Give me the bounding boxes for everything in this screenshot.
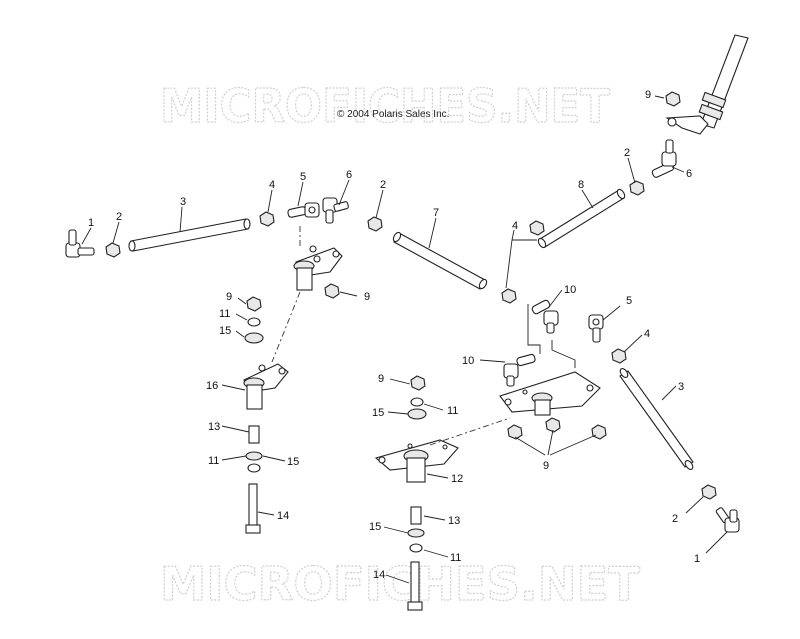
callout-labels: 1 2 3 4 5 6 2 7 8 9 2 6 4 9 9 11 15 16 1…	[88, 89, 700, 581]
callout-14: 14	[373, 569, 385, 581]
jam-nut	[611, 348, 627, 364]
callout-10: 10	[564, 284, 576, 296]
tie-rod-tube-right	[619, 368, 694, 470]
callout-11: 11	[219, 308, 230, 320]
callout-8: 8	[578, 179, 584, 191]
callout-11: 11	[447, 405, 458, 417]
pivot-bracket-upper-left	[293, 245, 343, 291]
callout-2: 2	[672, 513, 678, 525]
callout-9: 9	[645, 89, 651, 101]
jam-nut	[105, 242, 121, 258]
nut	[324, 283, 340, 299]
tie-rod-tube-center	[392, 231, 488, 290]
tie-rod-tube-left	[128, 218, 251, 252]
callout-4: 4	[269, 179, 275, 191]
nut	[591, 424, 607, 440]
tie-rod-tube-upper	[537, 188, 626, 249]
nut	[246, 296, 262, 312]
callout-13: 13	[208, 421, 220, 433]
bushing	[244, 332, 264, 344]
callout-5: 5	[300, 171, 306, 183]
callout-12: 12	[451, 473, 463, 485]
callout-16: 16	[206, 380, 218, 392]
jam-nut	[629, 180, 645, 196]
copyright-notice: © 2004 Polaris Sales Inc.	[337, 109, 449, 120]
callout-15: 15	[372, 407, 384, 419]
bushing	[407, 408, 427, 420]
callout-6: 6	[686, 168, 692, 180]
jam-nut	[501, 288, 517, 304]
nut	[410, 375, 426, 391]
callout-6: 6	[346, 169, 352, 181]
washer	[247, 317, 261, 327]
jam-nut	[259, 211, 275, 227]
rod-end	[651, 139, 677, 178]
leader-lines	[81, 95, 728, 584]
nut	[665, 91, 681, 107]
callout-9: 9	[378, 373, 384, 385]
callout-11: 11	[450, 552, 461, 564]
bushing	[247, 463, 261, 473]
callout-3: 3	[180, 196, 186, 208]
rod-end	[588, 314, 604, 343]
rod-end	[287, 202, 320, 218]
pivot-bracket-upper-right	[499, 371, 601, 416]
pivot-bracket-lower-center	[374, 439, 459, 483]
bushing	[409, 543, 423, 553]
rod-end	[531, 299, 559, 334]
callout-10: 10	[462, 355, 474, 367]
callout-1: 1	[694, 553, 700, 565]
callout-9: 9	[364, 291, 370, 303]
washer	[245, 451, 263, 461]
jam-nut	[367, 216, 383, 232]
rod-end	[503, 353, 536, 387]
callout-13: 13	[448, 515, 460, 527]
callout-2: 2	[380, 179, 386, 191]
tie-rod-end-right	[715, 507, 740, 533]
callout-2: 2	[624, 147, 630, 159]
callout-1: 1	[88, 217, 94, 229]
callout-15: 15	[287, 456, 299, 468]
callout-5: 5	[626, 295, 632, 307]
rod-end	[322, 197, 349, 224]
callout-9: 9	[543, 460, 549, 472]
nut	[507, 424, 523, 440]
callout-7: 7	[433, 207, 439, 219]
callout-3: 3	[678, 381, 684, 393]
watermark-top: MICROFICHES.NET	[160, 79, 611, 133]
bolt	[245, 483, 261, 534]
jam-nut	[701, 484, 717, 500]
callout-4: 4	[644, 328, 650, 340]
steering-column	[665, 34, 749, 135]
callout-15: 15	[369, 521, 381, 533]
callout-14: 14	[277, 510, 289, 522]
tie-rod-end-left	[65, 229, 95, 258]
jam-nut	[529, 220, 545, 236]
washer	[410, 397, 424, 407]
callout-9: 9	[226, 291, 232, 303]
callout-15: 15	[219, 325, 231, 337]
callout-11: 11	[208, 455, 219, 467]
nut	[545, 417, 561, 433]
spacer	[410, 506, 422, 525]
washer	[407, 528, 425, 538]
callout-2: 2	[116, 211, 122, 223]
bolt	[407, 561, 423, 611]
spacer	[248, 425, 260, 444]
watermark-bottom: MICROFICHES.NET	[160, 557, 641, 611]
pivot-bracket-lower-left	[243, 363, 289, 410]
callout-4: 4	[512, 220, 518, 232]
